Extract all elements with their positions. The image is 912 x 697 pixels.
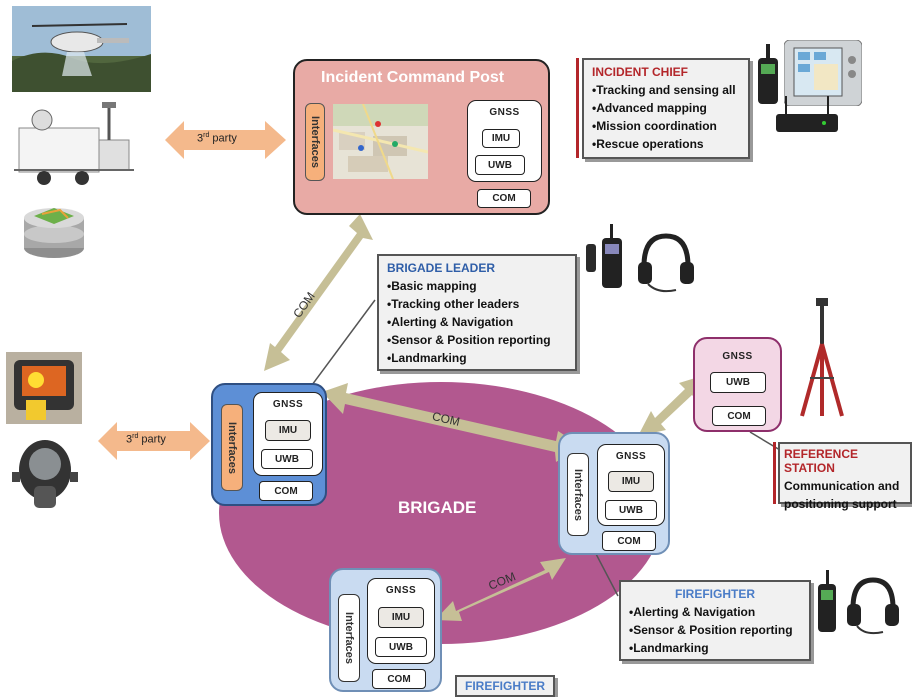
ff-bottom-imu-chip: IMU (378, 607, 424, 628)
radio-handset (758, 44, 778, 104)
reference-station-title: REFERENCE STATION (784, 447, 859, 475)
brigade-leader-item: Alerting & Navigation (387, 313, 567, 331)
reference-station-line: Communication and (784, 479, 900, 493)
brigade-leader-item: Basic mapping (387, 277, 567, 295)
ff-right-gnss-label: GNSS (615, 451, 647, 462)
mobile-antenna-trailer (14, 102, 134, 185)
com-arrow-icp-bl (264, 214, 373, 371)
thermal-camera (6, 352, 82, 424)
icp-gnss-label: GNSS (489, 107, 520, 118)
ff-right-com-chip: COM (602, 531, 656, 551)
bl-com-chip: COM (259, 481, 313, 501)
ff-right-interfaces: Interfaces (567, 453, 589, 536)
icp-title: Incident Command Post (321, 69, 505, 86)
icp-uwb-chip: UWB (475, 155, 525, 175)
incident-chief-item: Rescue operations (592, 135, 740, 153)
tablet-device (784, 40, 862, 106)
ff-bottom-sensor-block: GNSS IMU UWB (367, 578, 435, 664)
incident-chief-item: Mission coordination (592, 117, 740, 135)
firefighter-item: Alerting & Navigation (629, 603, 801, 621)
brigade-leader-item: Landmarking (387, 349, 567, 367)
bl-gnss-label: GNSS (272, 399, 304, 410)
firefighter-item: Sensor & Position reporting (629, 621, 801, 639)
ref-uwb-chip: UWB (710, 372, 766, 393)
incident-chief-item: Advanced mapping (592, 99, 740, 117)
incident-command-post-node: Incident Command Post Interfaces GNSS IM… (293, 59, 550, 215)
incident-chief-bar (576, 58, 579, 158)
icp-imu-chip: IMU (482, 129, 520, 148)
tripod (800, 298, 844, 417)
ff-right-uwb-chip: UWB (605, 500, 657, 520)
bl-imu-chip: IMU (265, 420, 311, 441)
com-arrow-ff-ff (435, 558, 566, 621)
bl-interfaces: Interfaces (221, 404, 243, 491)
brigade-leader-item: Sensor & Position reporting (387, 331, 567, 349)
reference-station-node: GNSS UWB COM (693, 337, 782, 432)
icp-sensor-block: GNSS IMU UWB (467, 100, 542, 182)
reference-station-line: positioning support (784, 497, 897, 511)
helicopter-photo (12, 6, 151, 92)
firefighter-item: Landmarking (629, 639, 801, 657)
firefighter-info: FIREFIGHTER Alerting & Navigation Sensor… (619, 580, 811, 661)
ff-bottom-com-chip: COM (372, 669, 426, 689)
headset (638, 233, 694, 293)
ff-right-sensor-block: GNSS IMU UWB (597, 444, 665, 526)
incident-chief-info: INCIDENT CHIEF Tracking and sensing all … (582, 58, 750, 159)
firefighter-connector (594, 551, 619, 597)
icp-interfaces: Interfaces (305, 103, 325, 181)
firefighter-info-title: FIREFIGHTER (675, 587, 755, 601)
incident-chief-title: INCIDENT CHIEF (592, 65, 688, 79)
ref-com-chip: COM (712, 406, 766, 426)
firefighter-node-right: Interfaces GNSS IMU UWB COM (558, 432, 670, 555)
com-arrow-bl-ff (322, 383, 581, 462)
ff-bottom-uwb-chip: UWB (375, 637, 427, 657)
radio-handset (818, 570, 836, 632)
router-device (776, 96, 838, 132)
party-arrow-left (98, 422, 210, 460)
com-arrow-ff-ref (638, 375, 705, 436)
bl-sensor-block: GNSS IMU UWB (253, 392, 323, 476)
ff-bottom-interfaces: Interfaces (338, 594, 360, 682)
gas-mask (12, 440, 78, 508)
reference-station-bar (773, 442, 776, 504)
bl-uwb-chip: UWB (261, 449, 313, 469)
firefighter-bottom-title: FIREFIGHTER (465, 679, 545, 693)
ref-gnss-label: GNSS (722, 351, 753, 362)
database-icon (24, 208, 84, 258)
headset (847, 577, 899, 635)
brigade-label: BRIGADE (398, 498, 477, 517)
ff-right-imu-chip: IMU (608, 471, 654, 492)
radio-handset (586, 224, 622, 288)
ff-bottom-gnss-label: GNSS (385, 585, 417, 596)
brigade-leader-title: BRIGADE LEADER (387, 261, 496, 275)
party-label-top: 3rd party (197, 132, 237, 145)
party-arrow-top (165, 121, 286, 159)
reference-station-info: REFERENCE STATION Communication and posi… (778, 442, 912, 511)
firefighter-bottom-info: FIREFIGHTER (455, 675, 555, 697)
brigade-leader-info: BRIGADE LEADER Basic mapping Tracking ot… (377, 254, 577, 371)
brigade-leader-item: Tracking other leaders (387, 295, 567, 313)
incident-chief-item: Tracking and sensing all (592, 81, 740, 99)
firefighter-node-bottom: Interfaces GNSS IMU UWB COM (329, 568, 442, 692)
icp-com-chip: COM (477, 189, 531, 208)
brigade-leader-node: Interfaces GNSS IMU UWB COM (211, 383, 327, 506)
party-label-left: 3rd party (126, 433, 166, 446)
map-screenshot (333, 104, 428, 179)
brigade-leader-connector (311, 299, 376, 386)
